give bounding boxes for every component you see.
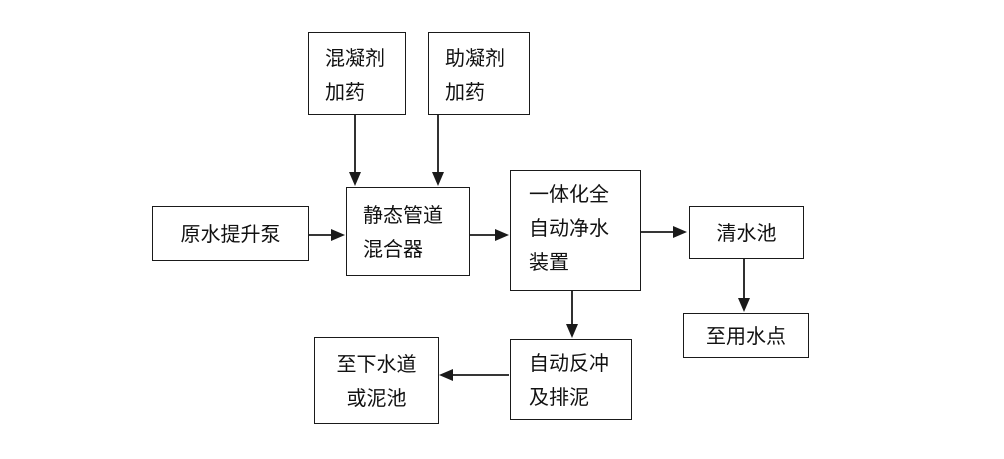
node-sewer-line-2: 或泥池 [346, 385, 407, 410]
arrow-coagulant-to-mixer [349, 115, 361, 186]
node-purifier-line-1: 一体化全 [529, 182, 609, 206]
node-auto-backwash: 自动反冲 及排泥 [510, 339, 632, 420]
node-backwash-line-2: 及排泥 [529, 385, 589, 409]
node-raw-water-pump: 原水提升泵 [152, 206, 309, 261]
node-mixer-line-1: 静态管道 [363, 203, 443, 227]
node-clear-water-tank: 清水池 [689, 206, 804, 259]
node-static-pipe-mixer: 静态管道 混合器 [346, 187, 470, 276]
arrow-backwash-to-sewer [439, 369, 509, 381]
arrow-mixer-to-purifier [470, 229, 509, 241]
node-flocculant-line-1: 助凝剂 [445, 46, 505, 70]
node-backwash-line-1: 自动反冲 [529, 351, 609, 375]
node-coagulant-dosing: 混凝剂 加药 [308, 32, 406, 115]
arrow-pump-to-mixer [309, 229, 345, 241]
arrow-clear-tank-to-use-point [738, 259, 750, 312]
node-purifier-line-3: 装置 [529, 250, 569, 274]
node-use-point-line-1: 至用水点 [706, 323, 786, 348]
arrow-purifier-to-backwash [566, 291, 578, 338]
arrow-purifier-to-clear-tank [641, 226, 687, 238]
node-clear-tank-line-1: 清水池 [716, 220, 777, 245]
node-flocculant-line-2: 加药 [445, 80, 485, 104]
node-coagulant-line-2: 加药 [325, 80, 365, 104]
arrow-flocculant-to-mixer [432, 115, 444, 186]
node-flocculant-dosing: 助凝剂 加药 [428, 32, 530, 115]
node-sewer-line-1: 至下水道 [336, 351, 417, 376]
node-to-use-point: 至用水点 [683, 313, 809, 358]
node-purifier-line-2: 自动净水 [529, 216, 609, 240]
node-raw-pump-line-1: 原水提升泵 [180, 221, 281, 246]
node-to-sewer-or-sludge-tank: 至下水道 或泥池 [314, 337, 439, 424]
node-integrated-purifier: 一体化全 自动净水 装置 [510, 170, 641, 291]
node-coagulant-line-1: 混凝剂 [325, 46, 385, 70]
node-mixer-line-2: 混合器 [363, 237, 423, 261]
